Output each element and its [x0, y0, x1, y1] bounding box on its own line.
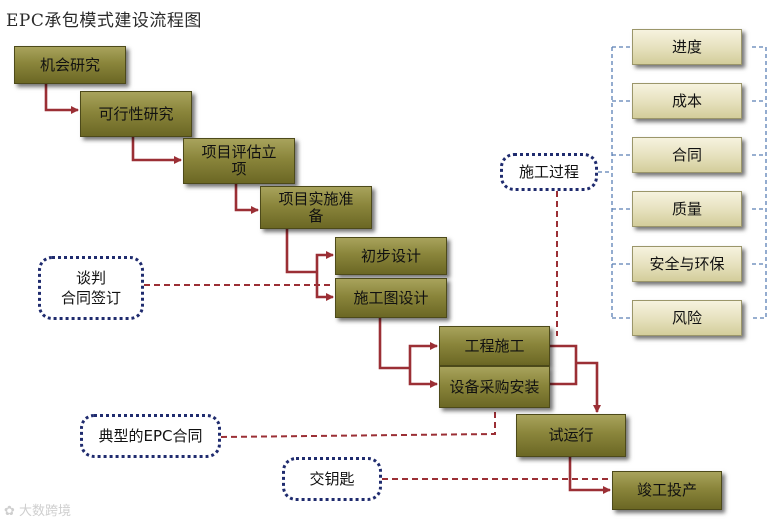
arrow-to-procurement [408, 368, 438, 388]
watermark: ✿ 大数跨境 [4, 500, 71, 519]
arrow-to-trial-run [576, 361, 601, 413]
watermark-text: 大数跨境 [19, 504, 72, 519]
arrow-to-construction [408, 342, 438, 368]
arrow-feasibility-evaluation [131, 137, 182, 164]
control-cost: 成本 [632, 83, 742, 119]
step-engineering-construction: 工程施工 [439, 326, 550, 366]
note-negotiation: 谈判 合同签订 [38, 256, 144, 320]
step-project-evaluation: 项目评估立项 [183, 138, 295, 184]
arrow-trial-to-completion [568, 457, 611, 494]
arrow-to-construction-drawing [315, 272, 334, 301]
arrow-to-preliminary-design [315, 251, 334, 272]
arrow-design-build [378, 318, 410, 370]
control-quality: 质量 [632, 191, 742, 227]
note-construction-process: 施工过程 [500, 153, 598, 191]
arrow-preparation-design [285, 229, 317, 274]
arrow-evaluation-preparation [234, 184, 259, 214]
arrow-construction-out [550, 344, 578, 386]
step-feasibility-study: 可行性研究 [80, 91, 192, 137]
control-contract: 合同 [632, 137, 742, 173]
note-turnkey: 交钥匙 [282, 457, 382, 501]
note-typical-epc-contract: 典型的EPC合同 [80, 414, 221, 458]
control-risk: 风险 [632, 300, 742, 336]
step-preliminary-design: 初步设计 [335, 237, 447, 275]
arrow-opportunity-feasibility [44, 84, 79, 114]
step-trial-run: 试运行 [516, 414, 626, 457]
note-negotiation-line2: 合同签订 [60, 289, 121, 307]
step-completion: 竣工投产 [612, 471, 722, 510]
watermark-logo-icon: ✿ [4, 504, 20, 519]
control-schedule: 进度 [632, 29, 742, 65]
dash-typical-contract [220, 410, 496, 438]
right-bracket [752, 46, 767, 319]
step-construction-drawing-design: 施工图设计 [335, 278, 447, 318]
note-negotiation-line1: 谈判 [75, 269, 106, 287]
step-equipment-procurement: 设备采购安装 [439, 366, 550, 408]
step-opportunity-research: 机会研究 [14, 46, 126, 84]
diagram-title: EPC承包模式建设流程图 [6, 11, 202, 31]
control-safety-environment: 安全与环保 [632, 246, 742, 282]
step-implementation-preparation: 项目实施准备 [260, 186, 372, 229]
